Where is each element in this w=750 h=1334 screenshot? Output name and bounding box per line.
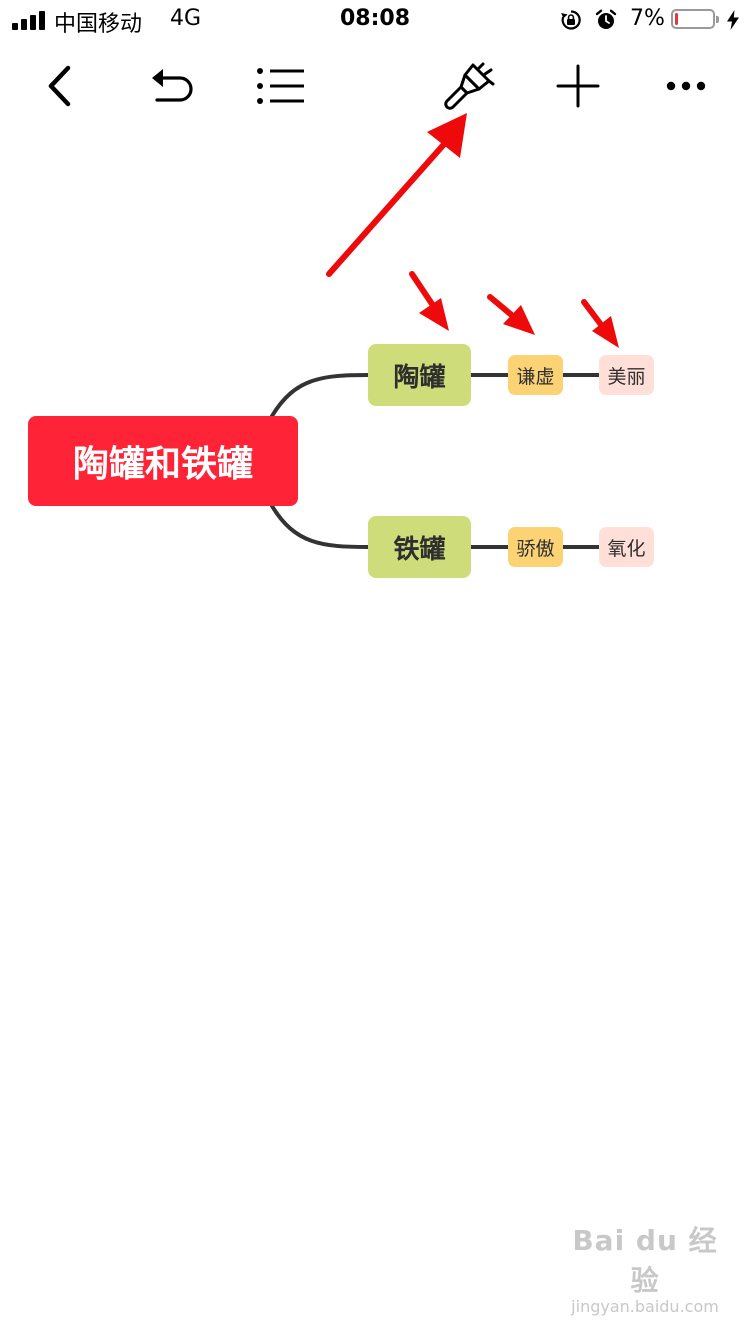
back-chevron-icon bbox=[48, 65, 71, 107]
branch-1-child-2-node[interactable]: 美丽 bbox=[599, 355, 654, 395]
signal-icon bbox=[12, 10, 48, 30]
rotation-lock-icon bbox=[561, 10, 581, 30]
annotation-arrow-node-1 bbox=[409, 271, 449, 331]
status-bar: 中国移动 4G 08:08 7% bbox=[0, 0, 750, 40]
watermark-url: jingyan.baidu.com bbox=[571, 1297, 719, 1316]
annotation-arrow-node-3 bbox=[581, 299, 619, 348]
watermark-logo: Bai du 经验 bbox=[572, 1224, 718, 1297]
annotation-arrow-toolbar bbox=[326, 113, 467, 277]
battery-terminal bbox=[716, 16, 719, 23]
network-type: 4G bbox=[170, 6, 202, 31]
branch-node-1[interactable]: 陶罐 bbox=[368, 344, 471, 406]
plus-icon bbox=[556, 64, 600, 108]
alarm-icon bbox=[595, 9, 617, 29]
more-button[interactable] bbox=[658, 58, 714, 114]
connector-root-branch-2 bbox=[270, 504, 370, 549]
undo-button[interactable] bbox=[145, 58, 201, 114]
undo-icon bbox=[152, 69, 193, 102]
branch-1-child-1-node[interactable]: 谦虚 bbox=[508, 355, 563, 395]
root-topic-node[interactable]: 陶罐和铁罐 bbox=[28, 416, 298, 506]
branch-node-2[interactable]: 铁罐 bbox=[368, 516, 471, 578]
back-button[interactable] bbox=[32, 58, 88, 114]
outline-list-icon bbox=[257, 68, 304, 104]
charging-bolt-icon bbox=[727, 10, 739, 30]
branch-2-child-2-node[interactable]: 氧化 bbox=[599, 527, 654, 567]
battery-percent: 7% bbox=[630, 6, 665, 31]
outline-button[interactable] bbox=[252, 58, 308, 114]
connector-root-branch-1 bbox=[270, 373, 370, 418]
watermark: Bai du 经验 jingyan.baidu.com bbox=[570, 1219, 720, 1316]
branch-2-child-1-node[interactable]: 骄傲 bbox=[508, 527, 563, 567]
annotation-arrow-node-2 bbox=[487, 294, 535, 335]
status-right-group: 7% bbox=[550, 0, 750, 40]
carrier-name: 中国移动 bbox=[54, 12, 143, 37]
add-node-button[interactable] bbox=[550, 58, 606, 114]
clock: 08:08 bbox=[339, 6, 411, 31]
battery-level-fill bbox=[675, 13, 678, 25]
paint-brush-icon bbox=[444, 62, 495, 110]
style-brush-button[interactable] bbox=[442, 58, 498, 114]
more-dots-icon bbox=[666, 81, 706, 91]
battery-icon bbox=[671, 9, 715, 29]
